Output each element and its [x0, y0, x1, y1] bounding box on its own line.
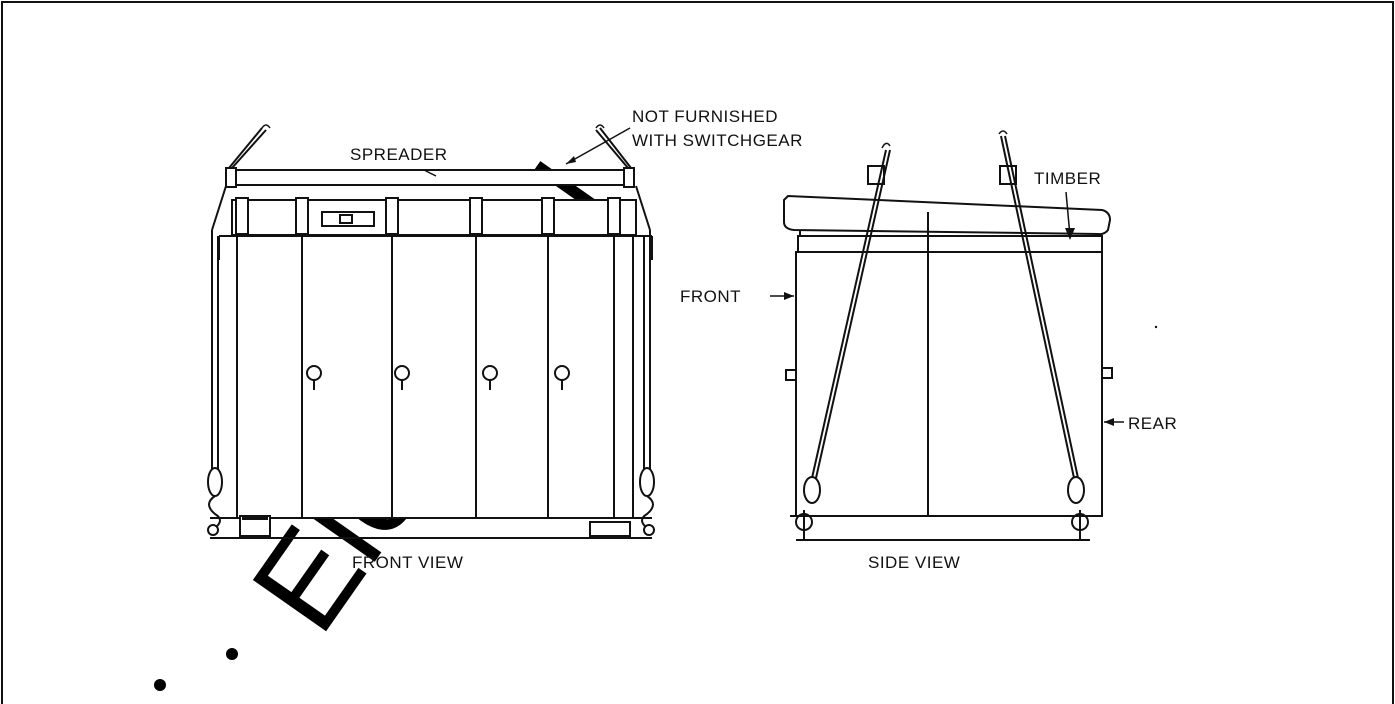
- caption-front-view: FRONT VIEW: [352, 553, 463, 572]
- labels: NOT FURNISHED WITH SWITCHGEAR SPREADER T…: [350, 107, 1177, 572]
- label-rear: REAR: [1128, 414, 1177, 433]
- front-view-drawing: [207, 124, 655, 539]
- label-not-furnished-2: WITH SWITCHGEAR: [632, 131, 803, 150]
- door-handles: [306, 365, 570, 390]
- side-view-drawing: [783, 130, 1113, 541]
- side-housing: [795, 251, 1103, 517]
- label-spreader: SPREADER: [350, 145, 448, 164]
- label-timber: TIMBER: [1034, 169, 1101, 188]
- caption-side-view: SIDE VIEW: [868, 553, 960, 572]
- leader-not-furnished: [565, 127, 631, 165]
- spreader-bar: [227, 169, 635, 186]
- front-housing: [236, 235, 634, 519]
- label-not-furnished-1: NOT FURNISHED: [632, 107, 778, 126]
- label-front: FRONT: [680, 287, 741, 306]
